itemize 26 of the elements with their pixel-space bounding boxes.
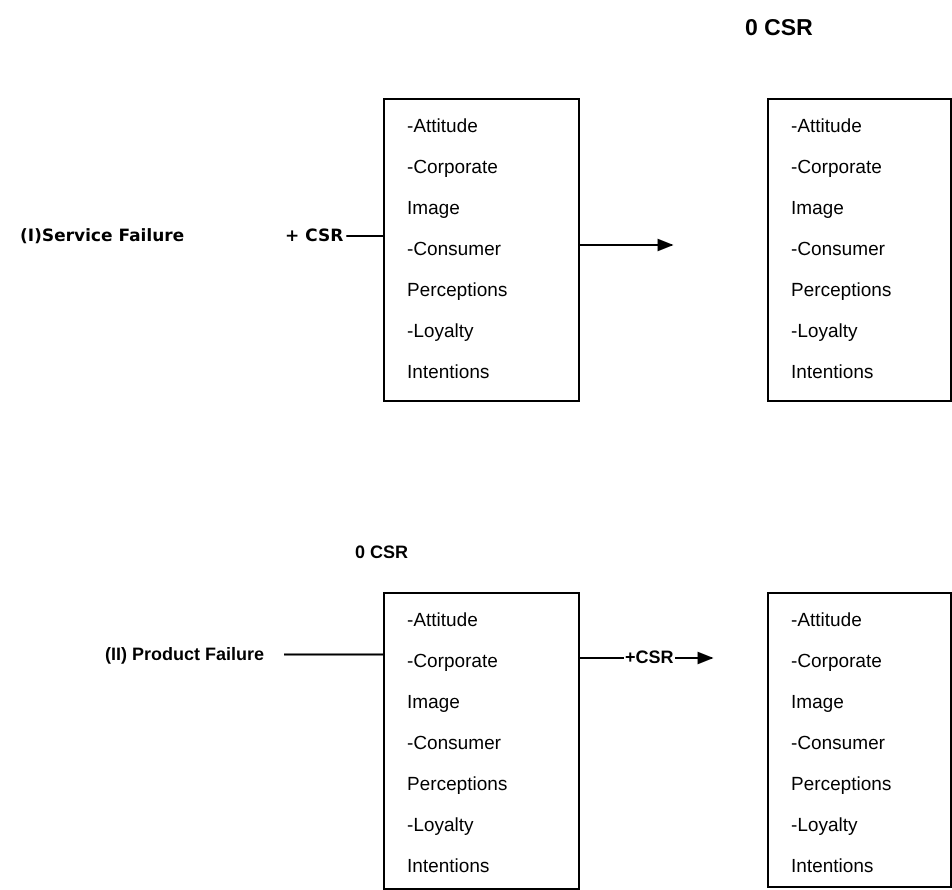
factor-text: -Attitude — [407, 609, 479, 633]
box-heading: 0 CSR — [355, 542, 408, 563]
factor-text: -Consumer Perceptions — [407, 732, 508, 797]
label-text: + CSR — [285, 226, 344, 246]
label-text: (I)Service Failure — [20, 226, 184, 246]
factor-text: -Corporate Image — [407, 650, 499, 715]
factor-text: -Corporate Image — [407, 156, 499, 221]
factor-text: -Corporate Image — [791, 650, 883, 715]
factor-text: -Consumer Perceptions — [791, 238, 892, 303]
box-heading: 0 CSR — [745, 14, 813, 41]
factor-text: -Consumer Perceptions — [407, 238, 508, 303]
label-text: (II) Product Failure — [105, 644, 264, 665]
factor-text: -Attitude — [407, 115, 479, 139]
factor-text: -Consumer Perceptions — [791, 732, 892, 797]
factor-text: -Loyalty Intentions — [791, 814, 874, 879]
connector-line — [284, 654, 383, 656]
factor-text: -Corporate Image — [791, 156, 883, 221]
factor-text: -Loyalty Intentions — [407, 320, 490, 385]
factor-text: -Loyalty Intentions — [791, 320, 874, 385]
factor-text: -Attitude — [791, 115, 863, 139]
connector-line — [346, 235, 383, 237]
arrow — [580, 238, 674, 252]
factor-box — [767, 592, 952, 888]
factor-box — [383, 98, 580, 402]
factor-text: -Attitude — [791, 609, 863, 633]
factor-text: -Loyalty Intentions — [407, 814, 490, 879]
